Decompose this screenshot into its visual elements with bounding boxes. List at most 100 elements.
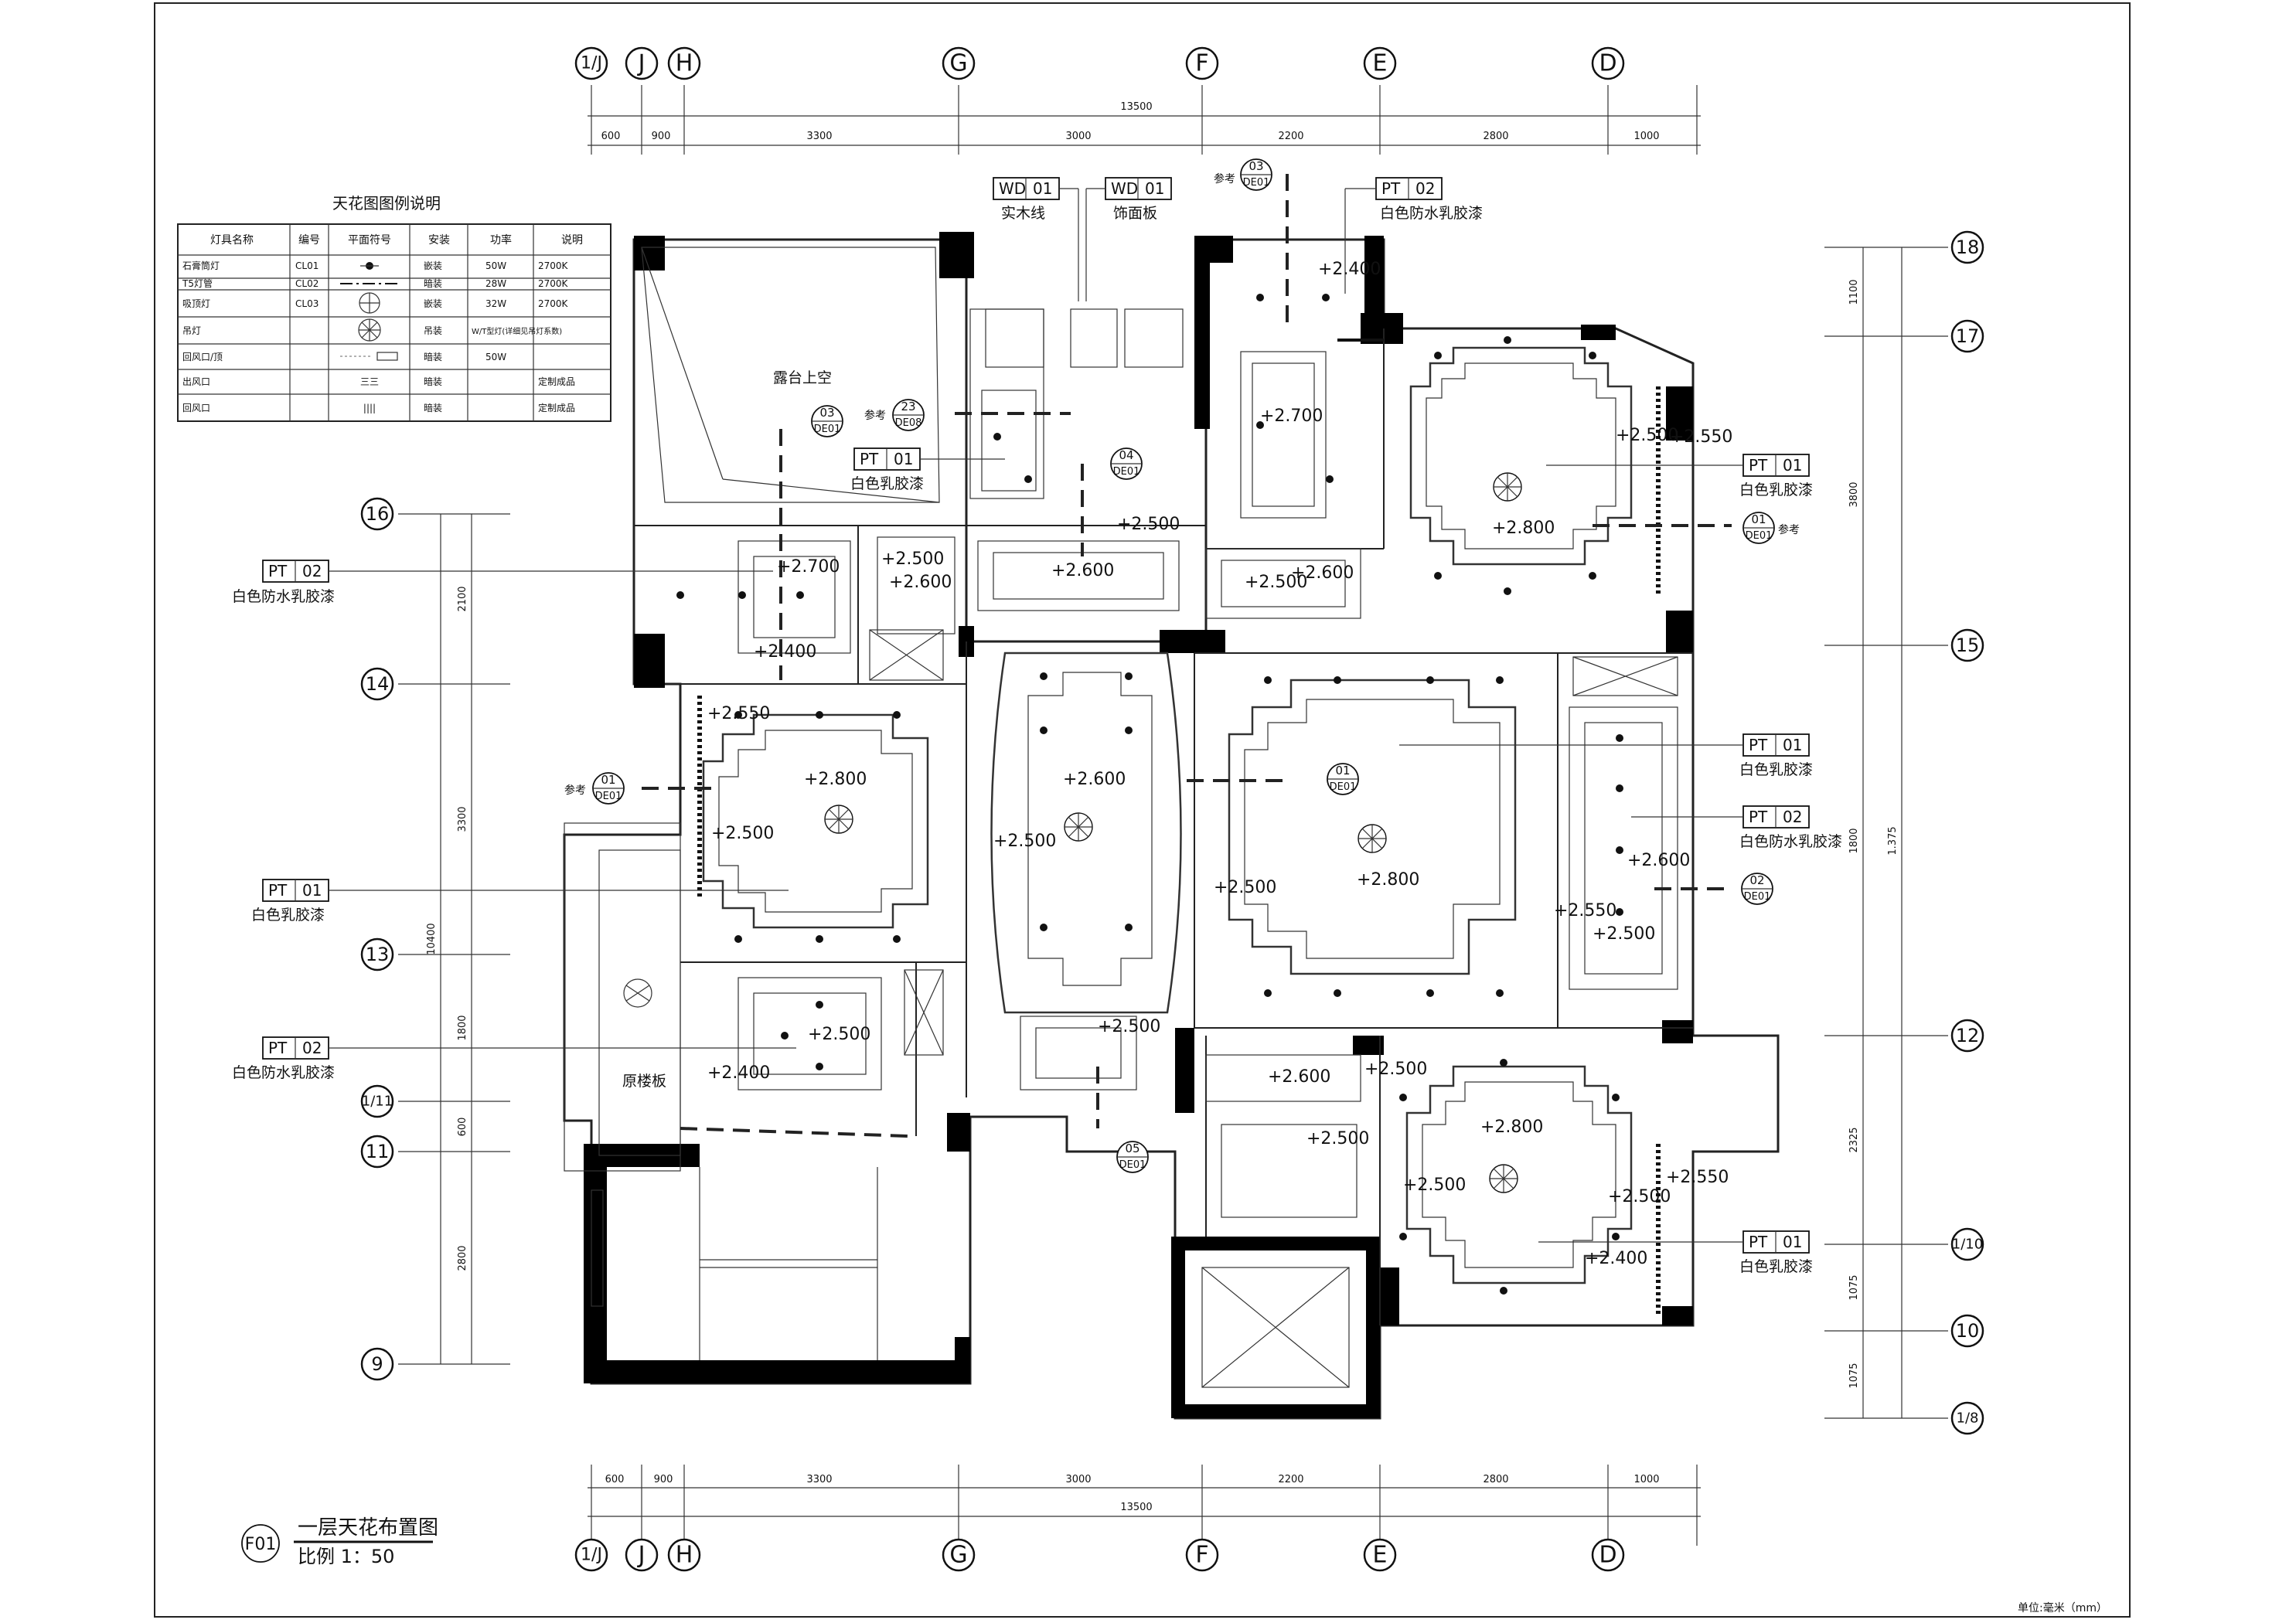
- room-walls: [634, 328, 1693, 1325]
- detail-ref-01-right: 01 DE01 参考: [1742, 512, 1800, 544]
- material-tag-pt01-entry: PT 01 白色乳胶漆: [850, 447, 1005, 492]
- ceiling-lamp-symbol-icon: [359, 292, 380, 314]
- elevation-label: +2.600: [1627, 851, 1690, 870]
- svg-text:01: 01: [1033, 179, 1052, 198]
- svg-text:PT: PT: [268, 1039, 288, 1057]
- axis-right-12: 12: [1956, 1025, 1980, 1046]
- elevation-label: +2.550: [707, 704, 770, 723]
- ceiling-elevations: +2.400 +2.700 +2.500 +2.550 +2.800 +2.50…: [707, 260, 1732, 1268]
- legend-head-symbol: 平面符号: [348, 234, 391, 247]
- legend-row-4-desc: W/T型灯(详细见吊灯系数): [472, 326, 562, 336]
- ceiling-panel-wc: [1205, 548, 1361, 619]
- material-tag-pt02-left-top: PT 02 白色防水乳胶漆: [232, 560, 773, 605]
- axis-right-10: 10: [1956, 1320, 1980, 1342]
- detail-ref-23: 23 DE08 参考: [864, 399, 925, 431]
- ref-label: 参考: [1214, 172, 1235, 185]
- bottom-dim-seg-5: 2200: [1278, 1474, 1303, 1485]
- legend-row-2-power: 28W: [485, 278, 506, 289]
- bottom-axis-bubbles: 1/J J H G F E D: [574, 1538, 1625, 1572]
- legend-table: 天花图图例说明 灯具名称 编号 平面符号 安装 功率 说明 石膏筒灯 CL01 …: [177, 194, 611, 422]
- ceiling-panel-living-room: [1228, 679, 1517, 975]
- top-dim-seg-7: 1000: [1633, 131, 1659, 142]
- axis-right-1-8: 1/8: [1957, 1410, 1979, 1427]
- elevation-label: +2.600: [1063, 770, 1126, 789]
- elevation-label: +2.400: [707, 1063, 770, 1083]
- legend-row-2-desc: 2700K: [538, 278, 569, 289]
- bottom-dim-seg-1: 600: [605, 1474, 625, 1485]
- legend-row-1-install: 嵌装: [424, 260, 442, 271]
- elevation-label: +2.500: [711, 824, 774, 843]
- floor-plan: 露台上空 原楼板: [563, 174, 1780, 1420]
- svg-text:DE01: DE01: [1119, 1159, 1146, 1171]
- left-dimension-chain: 2100 3300 1800 600 2800 10400: [398, 513, 510, 1365]
- left-dim-seg-3: 1800: [457, 1015, 468, 1040]
- void-label: 露台上空: [773, 369, 832, 386]
- drawing-scale: 比例 1：50: [298, 1546, 394, 1567]
- legend-row-1-code: CL01: [295, 260, 319, 271]
- legend-row-6-desc: 定制成品: [538, 376, 575, 387]
- svg-text:PT: PT: [1749, 1233, 1768, 1251]
- left-dim-total: 10400: [426, 923, 438, 954]
- bottom-left-room: [591, 1167, 878, 1360]
- ceiling-panel-dining-room: [990, 652, 1182, 1014]
- legend-row-1-name: 石膏筒灯: [182, 260, 220, 271]
- elevation-label: +2.500: [881, 550, 944, 569]
- legend-head-install: 安装: [428, 234, 450, 247]
- stair-spiral-icon: [623, 978, 652, 1008]
- svg-text:03: 03: [819, 406, 834, 420]
- legend-head-code: 编号: [298, 234, 320, 247]
- svg-text:03: 03: [1248, 159, 1263, 173]
- legend-row-5-power: 50W: [485, 352, 506, 362]
- duct-shafts: [869, 629, 1678, 1056]
- elevation-label: +2.550: [1554, 901, 1616, 920]
- pendant-lamps: [824, 472, 1522, 1193]
- legend-row-7-desc: 定制成品: [538, 402, 575, 413]
- top-dimension-chain: 13500 600 900 3300 3000 2200 2800 1000: [588, 85, 1701, 155]
- ceiling-panel-entry: [969, 308, 1044, 499]
- legend-row-5-name: 回风口/顶: [182, 352, 223, 362]
- svg-text:01: 01: [1751, 512, 1766, 526]
- tag-desc: 白色防水乳胶漆: [1739, 833, 1842, 850]
- svg-text:01: 01: [601, 773, 615, 787]
- svg-text:01: 01: [894, 450, 913, 468]
- pendant-lamp-icon: [1493, 472, 1522, 502]
- svg-text:DE01: DE01: [595, 791, 622, 802]
- axis-bottom-F: F: [1195, 1542, 1208, 1569]
- bottom-dim-total: 13500: [1120, 1502, 1152, 1513]
- detail-ref-03-top: 03 DE01 参考: [1214, 158, 1272, 191]
- legend-head-name: 灯具名称: [210, 234, 254, 247]
- elevation-label: +2.600: [1268, 1067, 1330, 1087]
- led-strips: [697, 339, 1661, 1314]
- axis-right-15: 15: [1956, 635, 1980, 656]
- axis-bottom-1J: 1/J: [581, 1546, 602, 1565]
- axis-top-G: G: [949, 50, 967, 77]
- svg-text:02: 02: [1749, 873, 1764, 887]
- ref-label: 参考: [564, 784, 586, 797]
- svg-text:02: 02: [1783, 808, 1802, 826]
- legend-row-4-install: 吊装: [424, 325, 442, 336]
- elevation-label: +2.500: [1098, 1017, 1160, 1036]
- left-axis-bubbles: 16 14 13 1/11 11 9: [360, 497, 394, 1381]
- ceiling-panel-bath-2: [1240, 351, 1327, 519]
- axis-left-13: 13: [366, 944, 390, 965]
- legend-head-desc: 说明: [561, 234, 583, 247]
- left-dim-seg-4: 600: [457, 1118, 468, 1137]
- material-tag-pt01-right-top: PT 01 白色乳胶漆: [1546, 454, 1813, 498]
- right-dim-seg-5: 1075: [1848, 1274, 1860, 1300]
- elevation-label: +2.550: [1666, 1168, 1729, 1187]
- right-axis-bubbles: 18 17 15 12 1/10 10 1/8: [1950, 230, 1984, 1435]
- bottom-dim-seg-3: 3300: [806, 1474, 832, 1485]
- legend-row-6-install: 暗装: [424, 376, 442, 387]
- svg-text:PT: PT: [268, 881, 288, 900]
- material-tag-pt02-left-bottom: PT 02 白色防水乳胶漆: [232, 1036, 796, 1081]
- axis-right-1-10: 1/10: [1952, 1237, 1983, 1253]
- elevation-label: +2.800: [804, 770, 867, 789]
- elevation-label: +2.700: [1260, 407, 1323, 426]
- axis-top-J: J: [637, 50, 646, 77]
- ceiling-panel-lower-bedroom: [1405, 1065, 1633, 1284]
- stair-label: 原楼板: [622, 1073, 666, 1090]
- right-dimension-chain: 1100 3800 1800 2325 1075 1075 1.375: [1824, 247, 1948, 1419]
- elevation-label: +2.500: [1245, 573, 1307, 592]
- elevation-label: +2.400: [1585, 1249, 1647, 1268]
